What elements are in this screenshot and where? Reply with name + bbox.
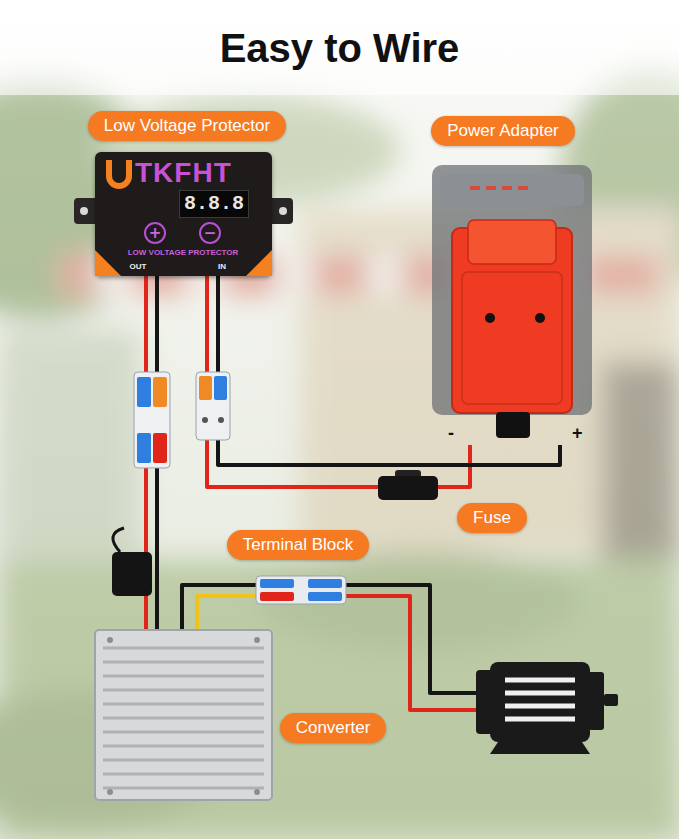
title-band <box>0 0 679 95</box>
converter-drawing <box>95 630 272 800</box>
title: Easy to Wire <box>0 26 679 71</box>
wire <box>182 585 256 630</box>
component-label: Converter <box>280 713 387 743</box>
power-adapter-drawing <box>432 165 592 438</box>
component-label: Low Voltage Protector <box>88 111 286 141</box>
second-fuse-holder <box>112 528 152 596</box>
voltage-display: 8.8.8 <box>179 190 249 218</box>
brand-name: TKFHT <box>135 158 232 188</box>
small-terminal-blocks <box>134 372 230 468</box>
converter: Converter <box>95 630 272 800</box>
polarity-sign: + <box>572 423 583 443</box>
terminal-block: Terminal Block <box>256 576 346 604</box>
motor-drawing <box>476 662 618 754</box>
terminal-block-drawing <box>256 576 346 604</box>
component-label: Fuse <box>457 503 527 533</box>
port-label: OUT <box>130 262 147 272</box>
fuse-holder-drawing <box>378 470 438 500</box>
polarity-sign: - <box>448 423 454 443</box>
scenery <box>0 70 679 839</box>
fuse: Fuse <box>378 476 438 500</box>
corner-stripe <box>95 250 121 276</box>
button-label: − <box>199 222 221 244</box>
low-voltage-protector: Low Voltage ProtectorTKFHT8.8.8+−LOW VOL… <box>95 152 272 276</box>
component-label: Terminal Block <box>227 530 370 560</box>
corner-stripe <box>246 250 272 276</box>
button-label: + <box>144 222 166 244</box>
logo-mark <box>109 160 129 186</box>
component-label: Power Adapter <box>431 116 575 146</box>
wire <box>207 276 378 487</box>
device-caption: LOW VOLTAGE PROTECTOR <box>128 248 239 258</box>
power-adapter: Power Adapter-+ <box>430 165 595 445</box>
port-label: IN <box>218 262 226 272</box>
